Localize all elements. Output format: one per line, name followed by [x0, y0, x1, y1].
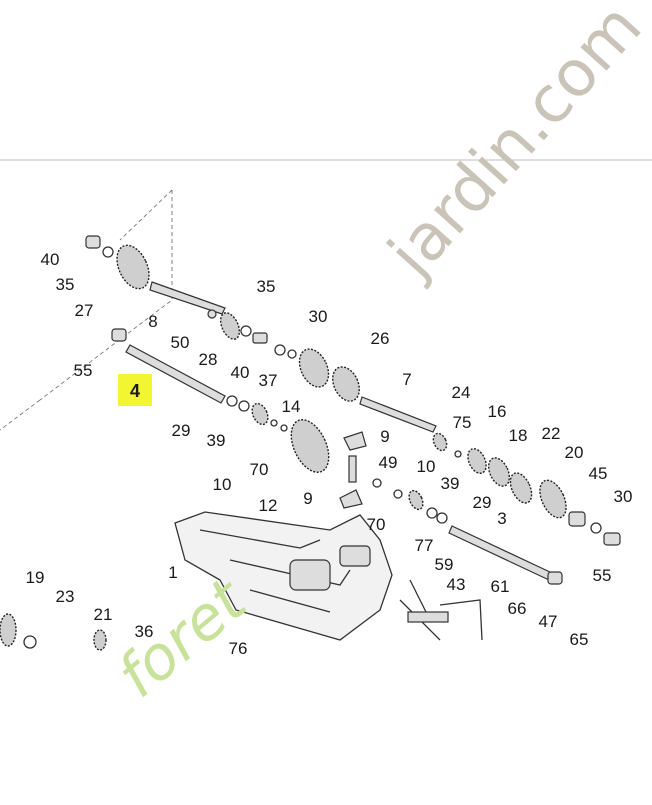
part-callout-label: 40: [231, 363, 250, 382]
part-callout-label: 18: [509, 426, 528, 445]
part-callout-label: 77: [415, 536, 434, 555]
guide-line: [119, 189, 173, 241]
part-callout-label: 65: [570, 630, 589, 649]
part-callout-label: 9: [303, 489, 312, 508]
part-callout-label: 20: [565, 443, 584, 462]
part-callout-label: 50: [171, 333, 190, 352]
part-callout-label: 36: [135, 622, 154, 641]
part-callout-label: 10: [213, 475, 232, 494]
part-callout-label: 28: [199, 350, 218, 369]
part-callout-label: 22: [542, 424, 561, 443]
part-callout-label: 35: [56, 275, 75, 294]
part-callout-label: 49: [379, 453, 398, 472]
guide-line: [39, 190, 173, 401]
part-callout-label: 55: [593, 566, 612, 585]
part-callout-label: 9: [380, 427, 389, 446]
housing-frame: [174, 511, 483, 641]
part-callout-label: 35: [257, 277, 276, 296]
part-callout-label: 45: [589, 464, 608, 483]
part-callout-label: 40: [41, 250, 60, 269]
part-callout-label: 16: [488, 402, 507, 421]
part-callout-label: 27: [75, 301, 94, 320]
part-callout-label: 23: [56, 587, 75, 606]
part-callout-label: 3: [497, 509, 506, 528]
part-callout-label: 14: [282, 397, 301, 416]
part-callout-label: 47: [539, 612, 558, 631]
part-callout-label: 75: [453, 413, 472, 432]
part-callout-label: 24: [452, 383, 471, 402]
left-edge-parts: [0, 613, 107, 651]
part-callout-label: 7: [402, 370, 411, 389]
part-callout-label: 10: [417, 457, 436, 476]
part-callout-label: 26: [371, 329, 390, 348]
part-callout-label: 39: [441, 474, 460, 493]
part-callout-label: 66: [508, 599, 527, 618]
part-callout-label: 76: [229, 639, 248, 658]
part-callout-label: 8: [148, 312, 157, 331]
part-callout-label: 39: [207, 431, 226, 450]
part-callout-label: 30: [614, 487, 633, 506]
part-callout-label: 55: [74, 361, 93, 380]
part-callout-label: 12: [259, 496, 278, 515]
part-callout-label: 1: [168, 563, 177, 582]
part-callout-label: 70: [367, 515, 386, 534]
part-callout-label: 29: [172, 421, 191, 440]
watermark-text: jardin.com: [374, 0, 652, 292]
guide-line: [0, 399, 41, 431]
right-shaft-assembly: [432, 432, 621, 585]
highlighted-part-number: 4: [130, 381, 140, 401]
highlighted-part-badge: 4: [118, 374, 152, 406]
shaft-4-assembly: [111, 328, 448, 524]
part-callout-label: 61: [491, 577, 510, 596]
part-callout-label: 59: [435, 555, 454, 574]
part-callout-label: 29: [473, 493, 492, 512]
upper-shaft-assembly: [85, 235, 437, 433]
part-callout-label: 43: [447, 575, 466, 594]
part-callout-label: 19: [26, 568, 45, 587]
part-callout-label: 30: [309, 307, 328, 326]
part-callout-label: 70: [250, 460, 269, 479]
part-callout-label: 37: [259, 371, 278, 390]
part-callout-label: 21: [94, 605, 113, 624]
